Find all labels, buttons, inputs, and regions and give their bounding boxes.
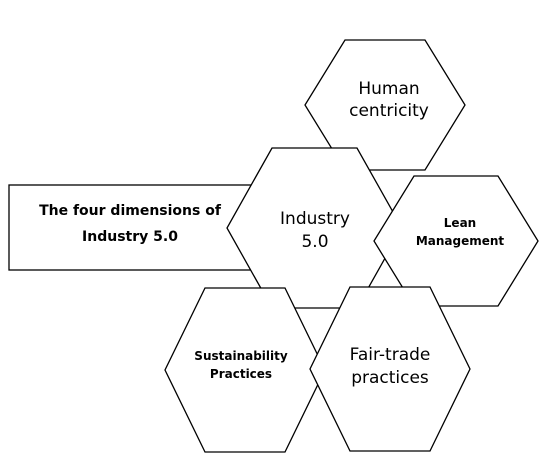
- hex-lean-management-line2: Management: [416, 234, 505, 248]
- hex-fair-trade-practices-line2: practices: [351, 368, 429, 388]
- hex-fair-trade-practices-line1: Fair-trade: [350, 345, 431, 365]
- hex-sustainability-practices-line1: Sustainability: [194, 349, 288, 363]
- hex-lean-management: Lean Management: [373, 175, 539, 307]
- hex-human-centricity-line2: centricity: [349, 101, 429, 121]
- hex-human-centricity-shape: [304, 39, 466, 171]
- hex-industry-5-line2: 5.0: [301, 232, 328, 252]
- title-label-line2: Industry 5.0: [82, 229, 178, 245]
- title-label-line1: The four dimensions of: [39, 203, 222, 219]
- hex-lean-management-shape: [373, 175, 539, 307]
- title-label-rect: [8, 184, 260, 271]
- hex-human-centricity-line1: Human: [358, 79, 419, 99]
- hex-lean-management-line1: Lean: [444, 216, 476, 230]
- hex-human-centricity: Human centricity: [304, 39, 466, 171]
- hex-sustainability-practices-line2: Practices: [210, 367, 272, 381]
- hex-sustainability-practices: Sustainability Practices: [164, 287, 326, 453]
- hex-industry-5-line1: Industry: [280, 209, 350, 229]
- hex-sustainability-practices-shape: [164, 287, 326, 453]
- hex-fair-trade-practices: Fair-trade practices: [309, 286, 471, 452]
- hex-fair-trade-practices-shape: [309, 286, 471, 452]
- title-label-box: The four dimensions of Industry 5.0: [8, 184, 260, 271]
- hex-industry-5: Industry 5.0: [226, 147, 403, 309]
